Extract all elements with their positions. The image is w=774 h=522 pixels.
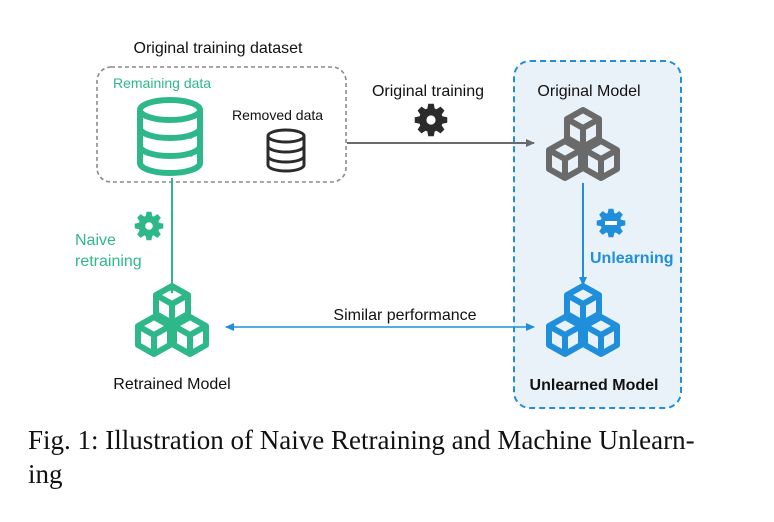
caption-line-1: Fig. 1: Illustration of Naive Retraining…: [28, 425, 695, 455]
removed-data-database-icon: [266, 128, 306, 173]
retrained-model-cubes-icon: [138, 286, 206, 354]
remaining-data-label: Remaining data: [113, 75, 211, 91]
dataset-title: Original training dataset: [134, 40, 304, 57]
unlearning-gear-icon: [596, 208, 626, 238]
unlearned-model-label: Unlearned Model: [530, 377, 659, 394]
naive-retraining-label-line1: Naive: [75, 232, 116, 249]
naive-retraining-label-line2: retraining: [75, 253, 142, 270]
similar-performance-label: Similar performance: [333, 307, 476, 324]
original-model-label: Original Model: [537, 83, 640, 100]
dataset-box: [96, 66, 347, 183]
retrained-model-label: Retrained Model: [113, 376, 230, 393]
figure-caption: Fig. 1: Illustration of Naive Retraining…: [28, 423, 748, 491]
removed-data-label: Removed data: [232, 107, 323, 123]
unlearning-panel: [513, 60, 682, 409]
diagram-canvas: Original training dataset Remaining data…: [75, 40, 682, 409]
naive-retraining-gear-icon: [134, 211, 164, 241]
original-training-label: Original training: [372, 83, 484, 100]
unlearning-label: Unlearning: [590, 250, 674, 267]
caption-line-2: ing: [28, 459, 63, 489]
remaining-data-database-icon: [137, 97, 203, 176]
